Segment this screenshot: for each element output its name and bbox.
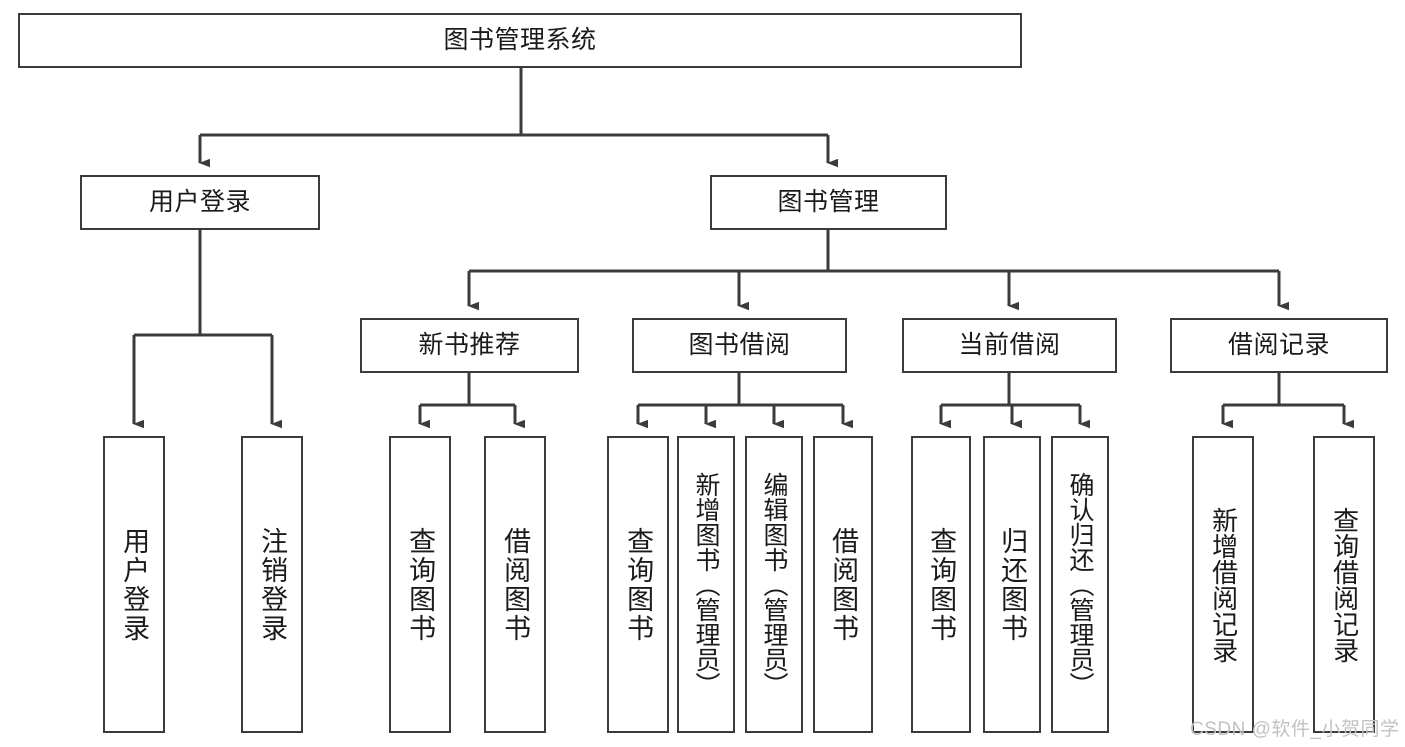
csdn-watermark: CSDN @软件_小贺同学 xyxy=(1190,719,1400,740)
node-book-borrowing[interactable]: 图书借阅 xyxy=(632,318,847,373)
node-book-management[interactable]: 图书管理 xyxy=(710,175,947,230)
node-label: 图书借阅 xyxy=(688,330,791,359)
node-label: 确认归还（管理员） xyxy=(1066,472,1094,697)
node-label: 新增图书（管理员） xyxy=(692,472,720,697)
leaf-borrow-books-recommend[interactable]: 借阅图书 xyxy=(484,436,546,733)
leaf-query-books-current[interactable]: 查询图书 xyxy=(911,436,971,733)
node-label: 归还图书 xyxy=(997,526,1028,643)
node-label: 查询图书 xyxy=(623,526,654,643)
node-label: 用户登录 xyxy=(148,187,251,216)
leaf-logout[interactable]: 注销登录 xyxy=(241,436,303,733)
leaf-query-borrow-record[interactable]: 查询借阅记录 xyxy=(1313,436,1375,733)
node-label: 新增借阅记录 xyxy=(1208,506,1239,663)
leaf-edit-book-admin[interactable]: 编辑图书（管理员） xyxy=(745,436,803,733)
node-label: 注销登录 xyxy=(257,526,288,643)
leaf-user-login[interactable]: 用户登录 xyxy=(103,436,165,733)
node-label: 用户登录 xyxy=(119,526,150,643)
leaf-borrow-books[interactable]: 借阅图书 xyxy=(813,436,873,733)
node-label: 借阅图书 xyxy=(828,526,859,643)
leaf-add-book-admin[interactable]: 新增图书（管理员） xyxy=(677,436,735,733)
node-label: 借阅图书 xyxy=(500,526,531,643)
node-label: 图书管理 xyxy=(777,187,880,216)
leaf-add-borrow-record[interactable]: 新增借阅记录 xyxy=(1192,436,1254,733)
leaf-query-books-borrow[interactable]: 查询图书 xyxy=(607,436,669,733)
node-label: 借阅记录 xyxy=(1227,330,1330,359)
node-borrowing-records[interactable]: 借阅记录 xyxy=(1170,318,1388,373)
node-label: 当前借阅 xyxy=(958,330,1061,359)
leaf-query-books-recommend[interactable]: 查询图书 xyxy=(389,436,451,733)
node-label: 查询图书 xyxy=(926,526,957,643)
node-label: 编辑图书（管理员） xyxy=(760,472,788,697)
node-label: 新书推荐 xyxy=(418,330,521,359)
node-label: 图书管理系统 xyxy=(443,25,597,54)
node-label: 查询借阅记录 xyxy=(1329,506,1360,663)
node-new-book-recommendation[interactable]: 新书推荐 xyxy=(360,318,579,373)
node-label: 查询图书 xyxy=(405,526,436,643)
node-current-borrowing[interactable]: 当前借阅 xyxy=(902,318,1117,373)
node-root-system[interactable]: 图书管理系统 xyxy=(18,13,1022,68)
node-user-login[interactable]: 用户登录 xyxy=(80,175,320,230)
leaf-confirm-return-admin[interactable]: 确认归还（管理员） xyxy=(1051,436,1109,733)
leaf-return-books[interactable]: 归还图书 xyxy=(983,436,1041,733)
